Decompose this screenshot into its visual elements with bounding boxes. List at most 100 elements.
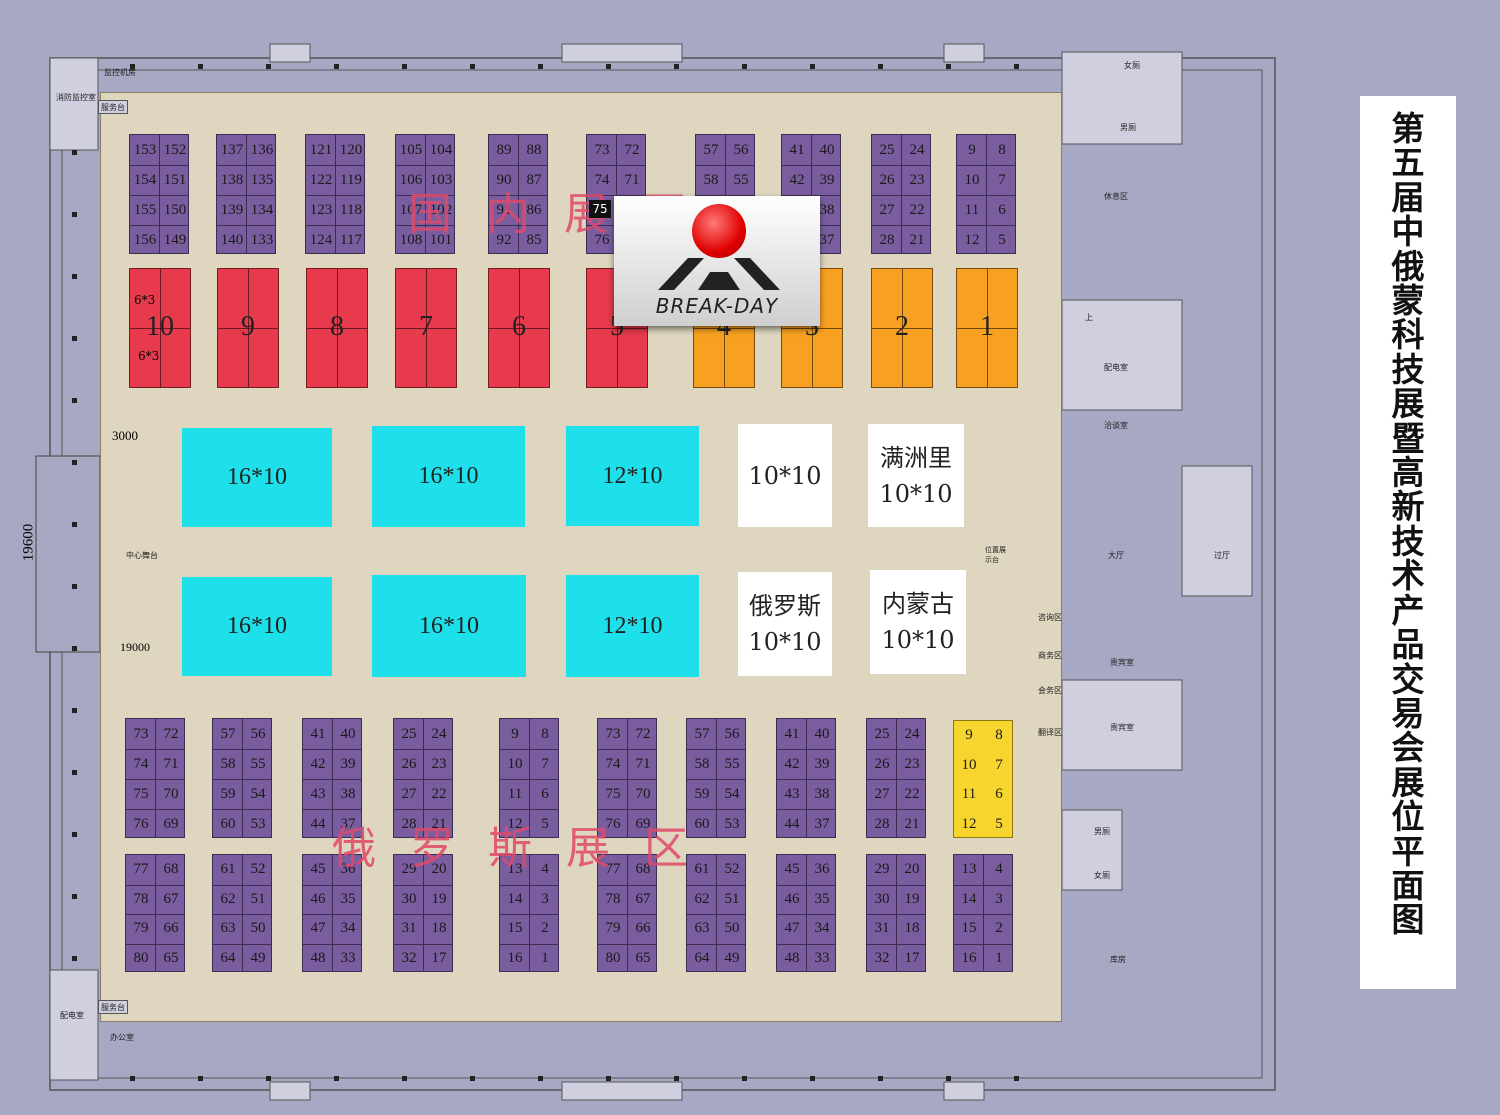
booth-number: 71 <box>635 755 651 772</box>
booth-cyan-1[interactable]: 16*10 <box>182 428 332 527</box>
booth-number: 26 <box>879 171 895 188</box>
booth-white-1[interactable]: 10*10 <box>738 424 832 527</box>
booth-number: 10 <box>961 756 977 773</box>
room-up: 上 <box>1085 313 1093 322</box>
wall-column-marker <box>606 1076 611 1081</box>
booth-cyan-4[interactable]: 16*10 <box>182 577 332 676</box>
booth-orange-1[interactable]: 1 <box>956 268 1018 388</box>
divider <box>303 943 361 945</box>
booth-red-6[interactable]: 6 <box>488 268 550 388</box>
divider <box>155 719 156 837</box>
divider <box>872 195 930 196</box>
booth-cyan-2[interactable]: 16*10 <box>372 426 525 527</box>
logo-badge: 75 <box>589 200 611 218</box>
booth-number: 69 <box>635 815 651 832</box>
booth-number: 54 <box>724 785 740 802</box>
booth-number: 38 <box>819 201 835 218</box>
booth-number: 37 <box>814 815 830 832</box>
booth-number: 55 <box>250 755 266 772</box>
divider <box>218 328 278 329</box>
room-corridor: 过厅 <box>1214 551 1230 560</box>
divider <box>217 225 275 226</box>
zone-russia-label: 俄罗斯展区 <box>332 823 722 874</box>
booth-number: 46 <box>310 890 326 907</box>
booth-cyan-6[interactable]: 12*10 <box>566 575 699 677</box>
booth-red-9[interactable]: 9 <box>217 268 279 388</box>
booth-number: 136 <box>250 141 274 158</box>
map-title: 第五届中俄蒙科技展暨高新技术产品交易会展位平面图 <box>1360 111 1456 938</box>
booth-number: 15 <box>507 920 523 937</box>
logo-ball-icon <box>692 204 746 258</box>
booth-cyan-3[interactable]: 12*10 <box>566 426 699 526</box>
room-guest: 贵宾室 <box>1110 723 1134 732</box>
booth-number: 5 <box>541 815 549 832</box>
booth-number: 69 <box>163 815 179 832</box>
divider <box>306 225 364 226</box>
wall-column-marker <box>402 1076 407 1081</box>
wall-column-marker <box>130 64 135 69</box>
booth-number: 72 <box>635 725 651 742</box>
booth-number: 35 <box>340 890 356 907</box>
divider <box>500 884 558 886</box>
divider <box>777 779 835 780</box>
booth-number: 3 <box>541 890 549 907</box>
divider <box>500 914 558 915</box>
booth-number: 32 <box>401 949 417 966</box>
booth-number: 17 <box>431 949 447 966</box>
booth-orange-2[interactable]: 2 <box>871 268 933 388</box>
booth-red-7[interactable]: 7 <box>395 268 457 388</box>
divider <box>396 165 454 166</box>
booth-number: 78 <box>605 890 621 907</box>
divider <box>872 165 930 166</box>
divider <box>332 855 333 971</box>
booth-number: 4 <box>995 861 1003 878</box>
booth-number: 53 <box>724 815 740 832</box>
booth-number: 55 <box>733 171 749 188</box>
booth-red-8[interactable]: 8 <box>306 268 368 388</box>
booth-number: 77 <box>133 861 149 878</box>
booth-number: 86 <box>526 201 542 218</box>
booth-number: 57 <box>703 141 719 158</box>
booth-cyan-5[interactable]: 16*10 <box>372 575 526 677</box>
booth-number: 63 <box>220 920 236 937</box>
title-char: 展 <box>1391 384 1425 424</box>
wall-column-marker <box>72 336 77 341</box>
wall-column-marker <box>878 64 883 69</box>
booth-number: 80 <box>133 949 149 966</box>
divider <box>303 779 361 780</box>
booth-number: 52 <box>724 861 740 878</box>
divider <box>696 165 754 166</box>
